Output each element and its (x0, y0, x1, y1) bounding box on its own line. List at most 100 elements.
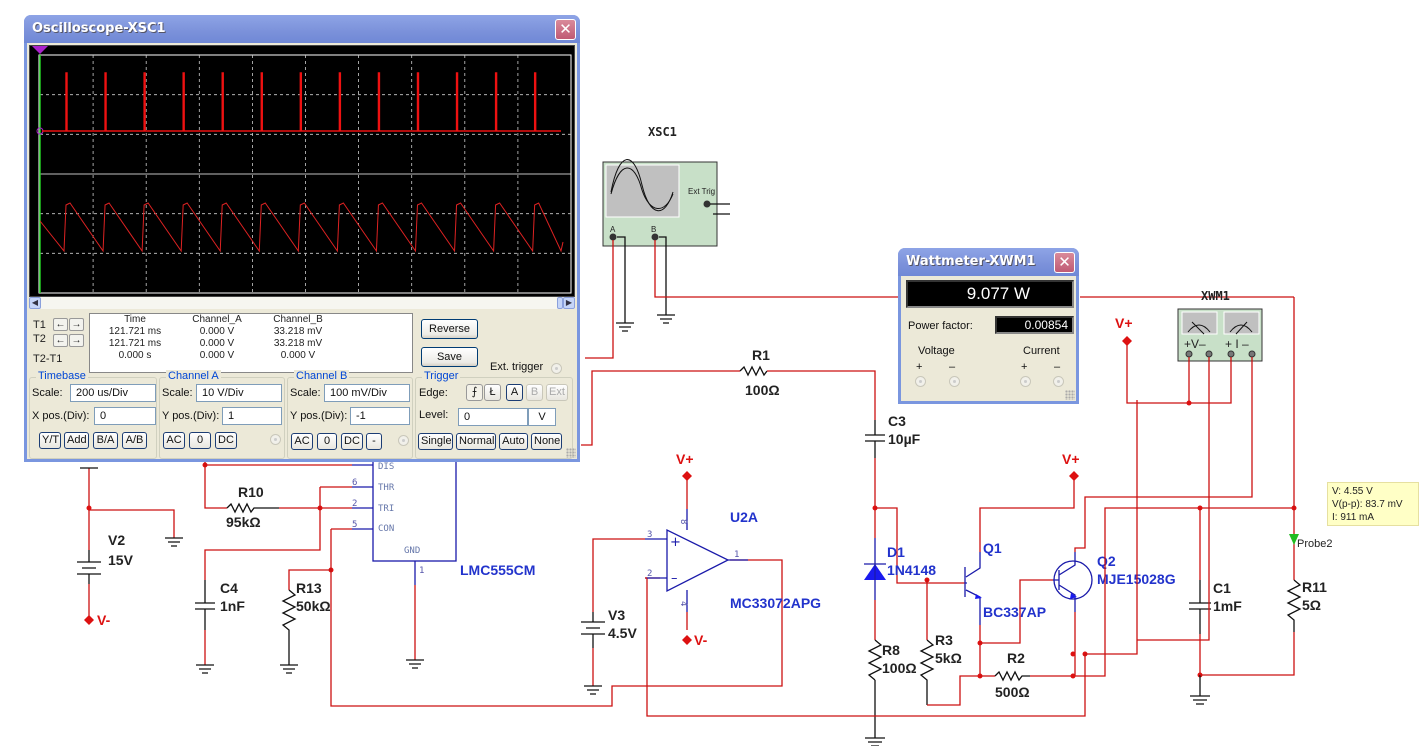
trigger-source-a-button[interactable]: A (506, 384, 523, 401)
close-button[interactable]: ✕ (1054, 252, 1075, 273)
xsc1-instrument[interactable]: Ext Trig A B (602, 159, 718, 247)
voltage-plus-label: + (916, 361, 923, 373)
trigger-source-b-button[interactable]: B (526, 384, 543, 401)
lmc555-chip: DIS THR TRI CON GND 6 2 5 1 (352, 457, 457, 585)
svg-text:–: – (671, 571, 678, 586)
xsc1-ext-trig-label: Ext Trig (688, 187, 715, 196)
trigger-level-unit[interactable]: V (528, 408, 556, 426)
close-button[interactable]: ✕ (555, 19, 576, 40)
reverse-button[interactable]: Reverse (421, 319, 478, 339)
voltage-minus-terminal[interactable] (949, 376, 960, 387)
channel-b-terminal[interactable] (398, 435, 409, 446)
xwm1-i-label: + I – (1225, 337, 1249, 351)
wattmeter-titlebar[interactable]: Wattmeter-XWM1 ✕ (898, 248, 1079, 276)
vplus-label: V+ (676, 451, 694, 467)
wattmeter-window[interactable]: Wattmeter-XWM1 ✕ 9.077 W Power factor: 0… (898, 248, 1079, 404)
t1-right-button[interactable]: → (69, 318, 84, 331)
save-button[interactable]: Save (421, 347, 478, 367)
scope-display[interactable] (29, 45, 575, 297)
probe-marker-icon[interactable] (1289, 534, 1299, 545)
r3-ref: R3 (935, 632, 953, 648)
channel-b-ac-button[interactable]: AC (291, 433, 313, 450)
trigger-normal-button[interactable]: Normal (456, 433, 496, 450)
mode-add-button[interactable]: Add (64, 432, 89, 449)
c3-value: 10µF (888, 431, 921, 447)
voltage-plus-terminal[interactable] (915, 376, 926, 387)
power-display: 9.077 W (906, 280, 1074, 308)
svg-text:3: 3 (647, 530, 652, 540)
channel-b-ypos-input[interactable]: -1 (350, 407, 410, 425)
trigger-single-button[interactable]: Single (418, 433, 453, 450)
current-minus-terminal[interactable] (1053, 376, 1064, 387)
q1-part: BC337AP (983, 604, 1046, 620)
oscilloscope-titlebar[interactable]: Oscilloscope-XSC1 ✕ (24, 15, 580, 43)
t1-left-button[interactable]: ← (53, 318, 68, 331)
d1-part: 1N4148 (887, 562, 936, 578)
oscilloscope-window[interactable]: Oscilloscope-XSC1 ✕ ◀ ▶ T1 ← → T2 ← → T2… (24, 15, 580, 462)
trigger-none-button[interactable]: None (531, 433, 562, 450)
q1-ref: Q1 (983, 540, 1002, 556)
r13-ref: R13 (296, 580, 322, 596)
d1-ref: D1 (887, 544, 905, 560)
channel-a-scale-input[interactable]: 10 V/Div (196, 384, 282, 402)
voltage-label: Voltage (918, 345, 955, 357)
readout-header-b: Channel_B (273, 314, 323, 325)
probe-label[interactable]: Probe2 (1297, 538, 1332, 550)
current-plus-terminal[interactable] (1020, 376, 1031, 387)
r8-value: 100Ω (882, 660, 917, 676)
u2a-ref: U2A (730, 509, 758, 525)
svg-text:TRI: TRI (378, 504, 394, 514)
u2a-opamp: + – 3 2 1 8 4 (645, 509, 748, 612)
q2-transistor (1053, 552, 1093, 612)
channel-b-zero-button[interactable]: 0 (317, 433, 337, 450)
r10-ref: R10 (238, 484, 264, 500)
r11-ref: R11 (1302, 579, 1327, 595)
mode-ab-button[interactable]: A/B (122, 432, 147, 449)
scroll-right-button[interactable]: ▶ (563, 297, 575, 309)
cursor-handle-icon[interactable] (32, 46, 48, 54)
timebase-title: Timebase (36, 370, 88, 382)
svg-text:THR: THR (378, 483, 395, 493)
xwm1-v-label: +V– (1184, 337, 1206, 351)
c4-ref: C4 (220, 580, 238, 596)
trigger-edge-label: Edge: (419, 387, 448, 399)
channel-a-group: Channel A Scale: 10 V/Div Y pos.(Div): 1… (159, 370, 285, 459)
t2-right-button[interactable]: → (69, 334, 84, 347)
timebase-xpos-input[interactable]: 0 (94, 407, 156, 425)
mode-ba-button[interactable]: B/A (93, 432, 118, 449)
channel-a-zero-button[interactable]: 0 (189, 432, 211, 449)
ext-trigger-terminal[interactable] (551, 363, 562, 374)
channel-b-scale-input[interactable]: 100 mV/Div (324, 384, 410, 402)
readout-header-a: Channel_A (192, 314, 242, 325)
timebase-scale-input[interactable]: 200 us/Div (70, 384, 156, 402)
rising-edge-button[interactable]: ⨍ (466, 384, 483, 401)
falling-edge-button[interactable]: Ł (484, 384, 501, 401)
channel-a-ypos-input[interactable]: 1 (222, 407, 282, 425)
scroll-thumb[interactable] (557, 297, 563, 309)
channel-a-dc-button[interactable]: DC (215, 432, 237, 449)
xwm1-instrument[interactable]: +V– + I – (1177, 308, 1263, 362)
ground-symbol (616, 322, 634, 332)
channel-b-dc-button[interactable]: DC (341, 433, 363, 450)
scroll-left-button[interactable]: ◀ (29, 297, 41, 309)
u2a-part: MC33072APG (730, 595, 821, 611)
resize-grip[interactable] (566, 448, 576, 458)
trigger-auto-button[interactable]: Auto (499, 433, 528, 450)
xsc1-b-label: B (651, 225, 656, 234)
t2-left-button[interactable]: ← (53, 334, 68, 347)
trigger-source-ext-button[interactable]: Ext (546, 384, 568, 401)
horizontal-scrollbar[interactable]: ◀ ▶ (29, 297, 575, 309)
channel-b-title: Channel B (294, 370, 350, 382)
resize-grip[interactable] (1065, 390, 1075, 400)
t2-label: T2 (33, 333, 46, 345)
r2-value: 500Ω (995, 684, 1030, 700)
trigger-level-input[interactable]: 0 (458, 408, 528, 426)
channel-b-invert-button[interactable]: - (366, 433, 382, 450)
channel-a-ac-button[interactable]: AC (163, 432, 185, 449)
channel-a-terminal[interactable] (270, 434, 281, 445)
r2-ref: R2 (1007, 650, 1025, 666)
mode-yt-button[interactable]: Y/T (39, 432, 61, 449)
